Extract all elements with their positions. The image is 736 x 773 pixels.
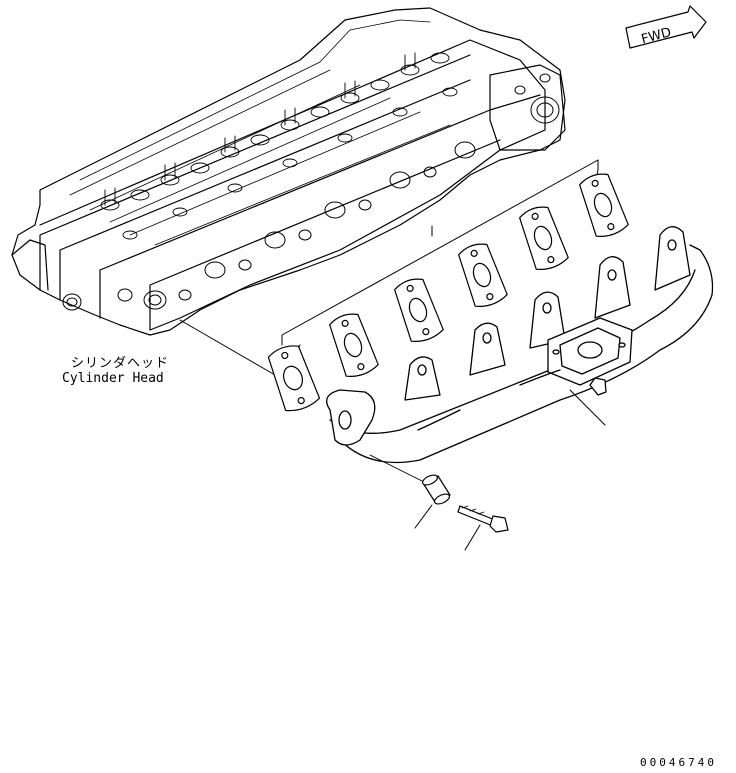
forward-direction-arrow: FWD bbox=[625, 5, 707, 49]
gasket-1 bbox=[267, 345, 321, 412]
spacer-sleeve bbox=[369, 454, 451, 529]
exhaust-manifold-gaskets bbox=[267, 173, 629, 412]
figure-number: 00046740 bbox=[640, 756, 717, 769]
cylinder-head bbox=[11, 7, 566, 336]
gasket-4 bbox=[458, 243, 508, 307]
gasket-2 bbox=[329, 313, 379, 377]
cylinder-head-label-english: Cylinder Head bbox=[62, 371, 164, 386]
exhaust-manifold bbox=[326, 226, 714, 464]
gasket-5 bbox=[519, 206, 569, 270]
gasket-6 bbox=[579, 173, 629, 237]
exhaust-manifold-leader bbox=[569, 389, 606, 426]
cylinder-head-leader bbox=[179, 319, 276, 376]
gasket-3 bbox=[394, 278, 444, 342]
flange-bolt bbox=[457, 505, 509, 551]
cylinder-head-label-japanese: シリンダヘッド bbox=[71, 356, 170, 371]
